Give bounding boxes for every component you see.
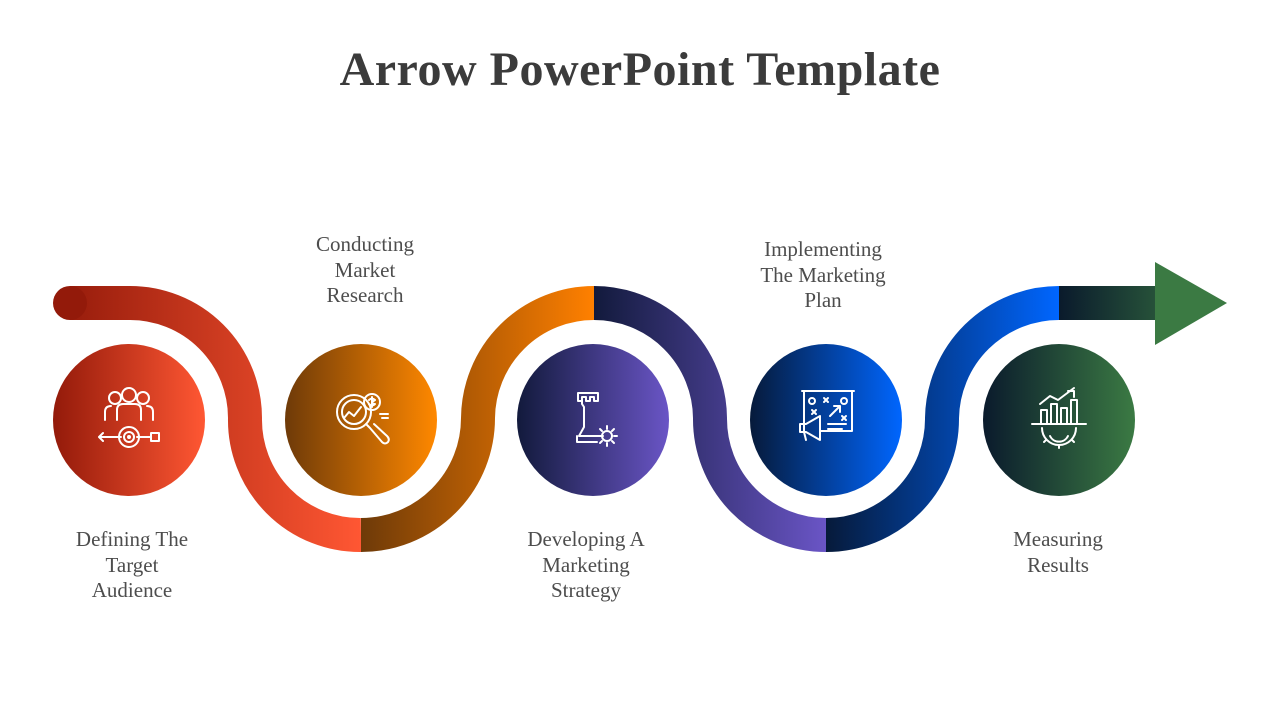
target-audience-icon (98, 387, 160, 448)
arrow-head (1155, 262, 1227, 345)
label-line: Results (1027, 552, 1089, 577)
step-circle-5 (983, 344, 1135, 496)
step-label-2: Conducting Market Research (255, 232, 475, 309)
marketing-plan-icon (799, 390, 855, 441)
label-line: Strategy (551, 578, 621, 602)
label-line: Measuring (1013, 527, 1103, 551)
label-line: Developing A (527, 527, 645, 551)
step-label-5: Measuring Results (948, 527, 1168, 578)
wave-segment-1 (70, 286, 362, 553)
label-line: Audience (91, 578, 173, 602)
label-line: Plan (804, 288, 842, 312)
label-line: Research (326, 283, 404, 307)
label-line: Conducting (316, 232, 414, 256)
step-circle-3 (517, 344, 669, 496)
strategy-chess-icon (576, 392, 618, 447)
label-line: Marketing (542, 552, 630, 577)
step-label-4: Implementing The Marketing Plan (713, 237, 933, 314)
wave-segment-2 (360, 286, 595, 552)
wave-segment-3 (593, 286, 827, 552)
label-line: Target (105, 552, 159, 577)
label-line: The Marketing (760, 262, 886, 287)
label-line: Defining The (75, 527, 189, 551)
step-circle-1 (53, 344, 205, 496)
slide-title: Arrow PowerPoint Template (339, 43, 941, 96)
step-circle-2 (285, 344, 437, 496)
label-line: Implementing (764, 237, 882, 261)
step-label-1: Defining The Target Audience (22, 527, 242, 604)
measuring-results-icon (1031, 387, 1087, 449)
wave-segment-4 (825, 286, 1060, 552)
step-circle-4 (750, 344, 902, 496)
step-label-3: Developing A Marketing Strategy (476, 527, 696, 604)
label-line: Market (334, 257, 396, 282)
market-research-icon (336, 393, 390, 445)
